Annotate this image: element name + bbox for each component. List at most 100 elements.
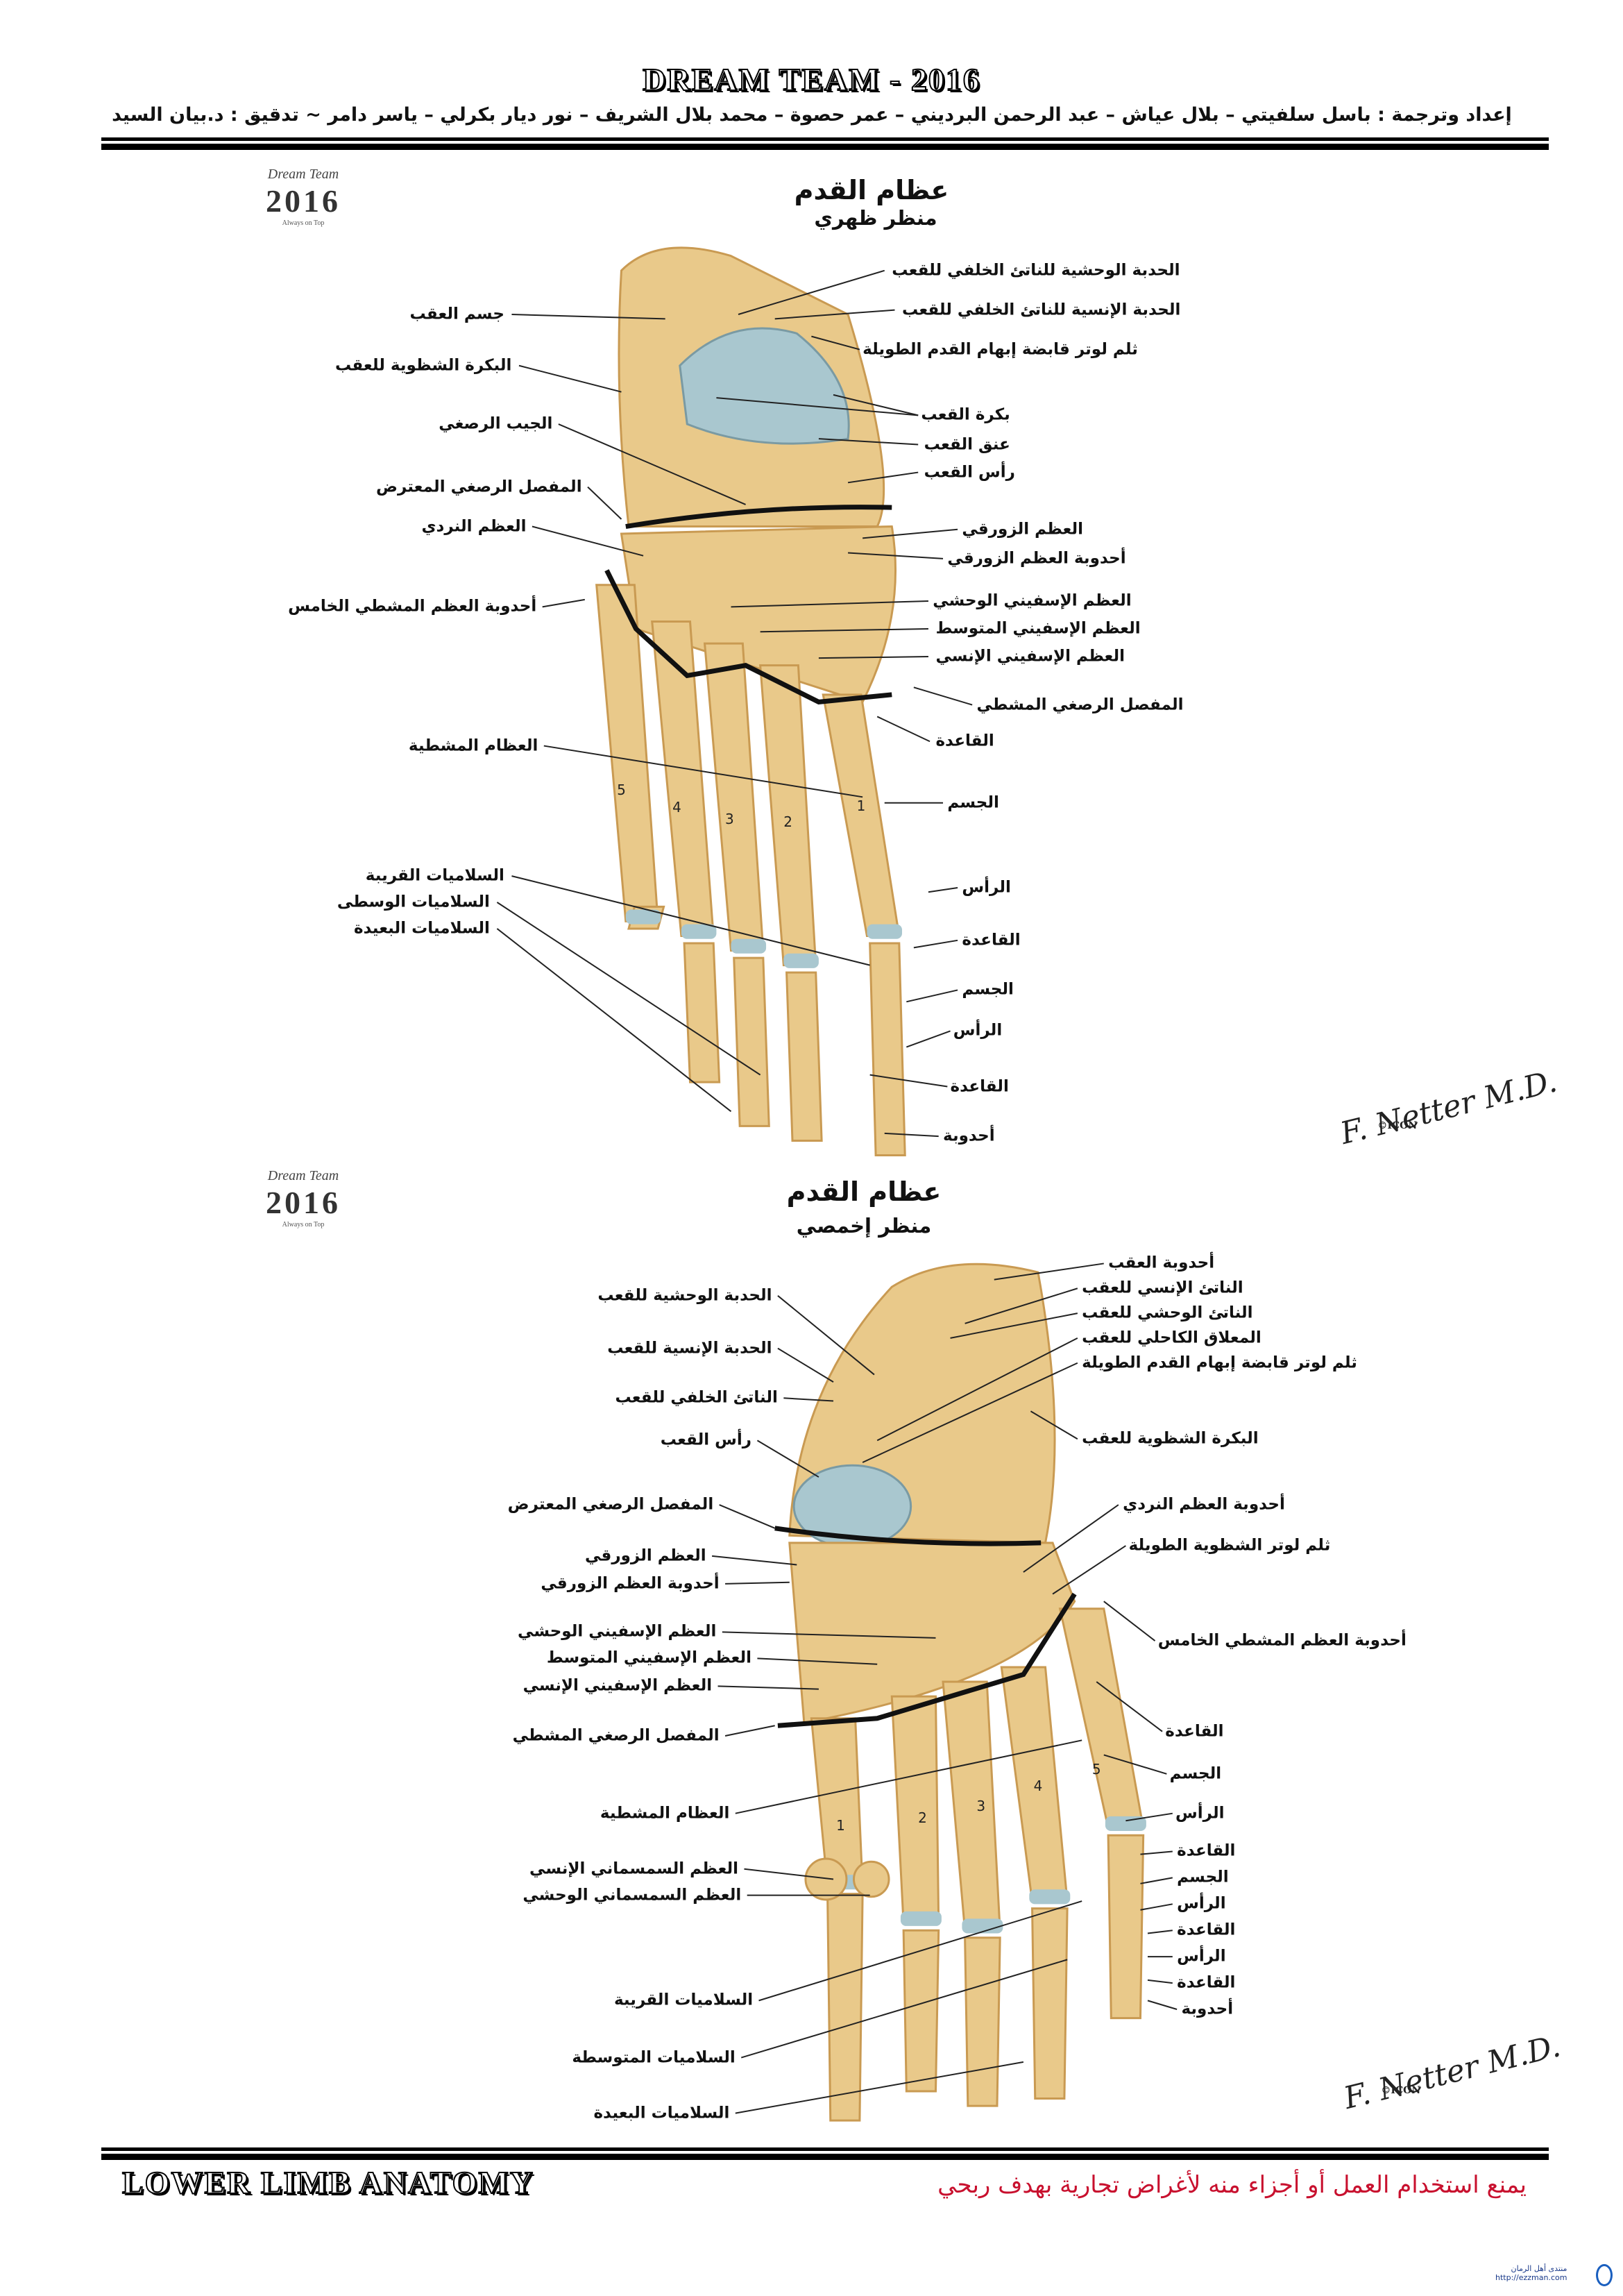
- plantar-label: الناتئ الوحشي للعقب: [1082, 1303, 1253, 1322]
- phalanges: [902, 1929, 940, 2093]
- plantar-label: أحدوبة العظم المشطي الخامس: [1157, 1631, 1407, 1650]
- metatarsal-number: 1: [856, 797, 866, 814]
- leader-line: [543, 745, 863, 798]
- logo-motto: Always on Top: [282, 1221, 325, 1229]
- phalanges: [964, 1936, 1001, 2107]
- plantar-label: القاعدة: [1177, 1921, 1236, 1939]
- lateral-sesamoid: [852, 1860, 890, 1898]
- joint-cartilage: [681, 924, 717, 939]
- dorsal-label: الحدبة الوحشية للناتئ الخلفي للقعب: [892, 261, 1180, 280]
- leader-line: [558, 423, 746, 505]
- plantar-label: رأس القعب: [660, 1430, 751, 1449]
- dorsal-label: القاعدة: [962, 931, 1021, 949]
- plantar-label: العظم الإسفيني المتوسط: [546, 1648, 751, 1667]
- dorsal-label: الرأس: [962, 878, 1011, 897]
- plantar-label: أحدوبة العظم الزورقي: [541, 1574, 720, 1593]
- leader-line: [906, 1030, 951, 1048]
- dorsal-label: العظم النردي: [421, 517, 527, 536]
- leader-line: [950, 1312, 1078, 1339]
- dorsal-label: السلاميات البعيدة: [353, 919, 490, 938]
- leader-line: [1030, 1410, 1078, 1440]
- leader-line: [994, 1263, 1104, 1281]
- leader-line: [1140, 1850, 1173, 1855]
- leader-line: [1023, 1504, 1119, 1573]
- header-rule-thin: [101, 137, 1549, 141]
- leader-line: [731, 600, 928, 608]
- phalanges: [785, 971, 823, 1142]
- leader-line: [965, 1288, 1078, 1324]
- dorsal-label: أحدوبة: [943, 1126, 995, 1145]
- footer-course-title: LOWER LIMB ANATOMY: [121, 2164, 535, 2201]
- leader-lines: [496, 269, 1178, 2114]
- plantar-label: المعلاق الكاحلي للعقب: [1082, 1328, 1261, 1347]
- dorsal-label: عنق القعب: [924, 435, 1010, 454]
- dorsal-label: أحدوبة العظم الزورقي: [947, 549, 1126, 568]
- leader-line: [833, 394, 919, 416]
- leader-line: [1147, 1930, 1173, 1934]
- leader-line: [735, 2061, 1024, 2114]
- dorsal-label: رأس القعب: [924, 463, 1015, 482]
- leader-line: [862, 1362, 1078, 1463]
- plantar-label: أحدوبة: [1181, 2000, 1234, 2018]
- joint-cartilage: [900, 1911, 942, 1926]
- phalanges: [683, 942, 721, 1083]
- leader-line: [818, 438, 919, 446]
- dream-team-logo: Dream Team 2016 Always on Top: [258, 167, 348, 271]
- plantar-label: العظم السمسماني الإنسي: [529, 1859, 739, 1878]
- leader-line: [724, 1725, 775, 1737]
- dorsal-label: الجسم: [962, 980, 1014, 999]
- plantar-label: السلاميات القريبة: [613, 1991, 754, 2009]
- plantar-label: ثلم لوتر قابضة إبهام القدم الطويلة: [1082, 1353, 1357, 1372]
- leader-line: [1140, 1903, 1173, 1911]
- leader-line: [913, 686, 973, 706]
- dorsal-label: الجيب الرصغي: [439, 414, 553, 433]
- leader-line: [757, 1657, 878, 1665]
- dorsal-label: الرأس: [953, 1021, 1003, 1040]
- dorsal-foot-illustration: [595, 246, 906, 1157]
- watermark-url[interactable]: http://ezzman.com: [1495, 2273, 1567, 2282]
- metatarsal-bone: [942, 1680, 1001, 1932]
- plantar-label: العظام المشطية: [600, 1804, 730, 1823]
- dorsal-label: القاعدة: [935, 732, 994, 750]
- joint-cartilage: [731, 938, 767, 954]
- dorsal-label: القاعدة: [950, 1077, 1009, 1095]
- metatarsal-number: 4: [1033, 1777, 1043, 1794]
- phalanges: [826, 1893, 864, 2122]
- leader-line: [511, 875, 870, 966]
- dorsal-label: العظم الزورقي: [962, 520, 1084, 539]
- leader-line: [542, 598, 585, 608]
- leader-line: [716, 397, 919, 416]
- plantar-label: القاعدة: [1177, 1841, 1236, 1860]
- dorsal-label: ثلم لوتر قابضة إبهام القدم الطويلة: [863, 340, 1138, 359]
- leader-line: [1147, 2000, 1178, 2010]
- joint-cartilage: [1105, 1816, 1146, 1831]
- leader-line: [744, 1868, 834, 1880]
- metatarsal-number: 5: [617, 781, 626, 798]
- leader-line: [756, 1440, 819, 1478]
- logo-text: Dream Team: [267, 1168, 339, 1183]
- plantar-label: السلاميات المتوسطة: [572, 2048, 736, 2067]
- leader-line: [847, 552, 944, 559]
- logo-year: 2016: [266, 183, 341, 219]
- leader-line: [774, 309, 895, 320]
- plantar-label: العظم السمسماني الوحشي: [522, 1886, 742, 1905]
- joint-cartilage: [1029, 1889, 1071, 1905]
- plantar-label: القاعدة: [1165, 1722, 1224, 1741]
- leader-line: [913, 939, 958, 949]
- leader-line: [863, 528, 958, 539]
- logo-text: Dream Team: [267, 167, 339, 182]
- dorsal-label: العظام المشطية: [408, 736, 538, 755]
- dorsal-title: عظام القدم: [794, 175, 949, 205]
- metatarsal-number: 3: [976, 1798, 986, 1815]
- leader-line: [532, 525, 644, 557]
- transverse-tarsal-joint-line: [774, 1526, 1042, 1546]
- metatarsal-bone: [822, 693, 901, 937]
- plantar-label: المفصل الرصغي المشطي: [512, 1726, 720, 1745]
- leader-line: [777, 1295, 875, 1376]
- dorsal-label: العظم الإسفيني المتوسط: [935, 619, 1141, 638]
- leader-line: [518, 364, 622, 393]
- plantar-label: القاعدة: [1177, 1973, 1236, 1992]
- leader-line: [496, 928, 732, 1113]
- plantar-subtitle: منظر إخمصي: [796, 1214, 932, 1238]
- metatarsal-bone: [890, 1695, 940, 1925]
